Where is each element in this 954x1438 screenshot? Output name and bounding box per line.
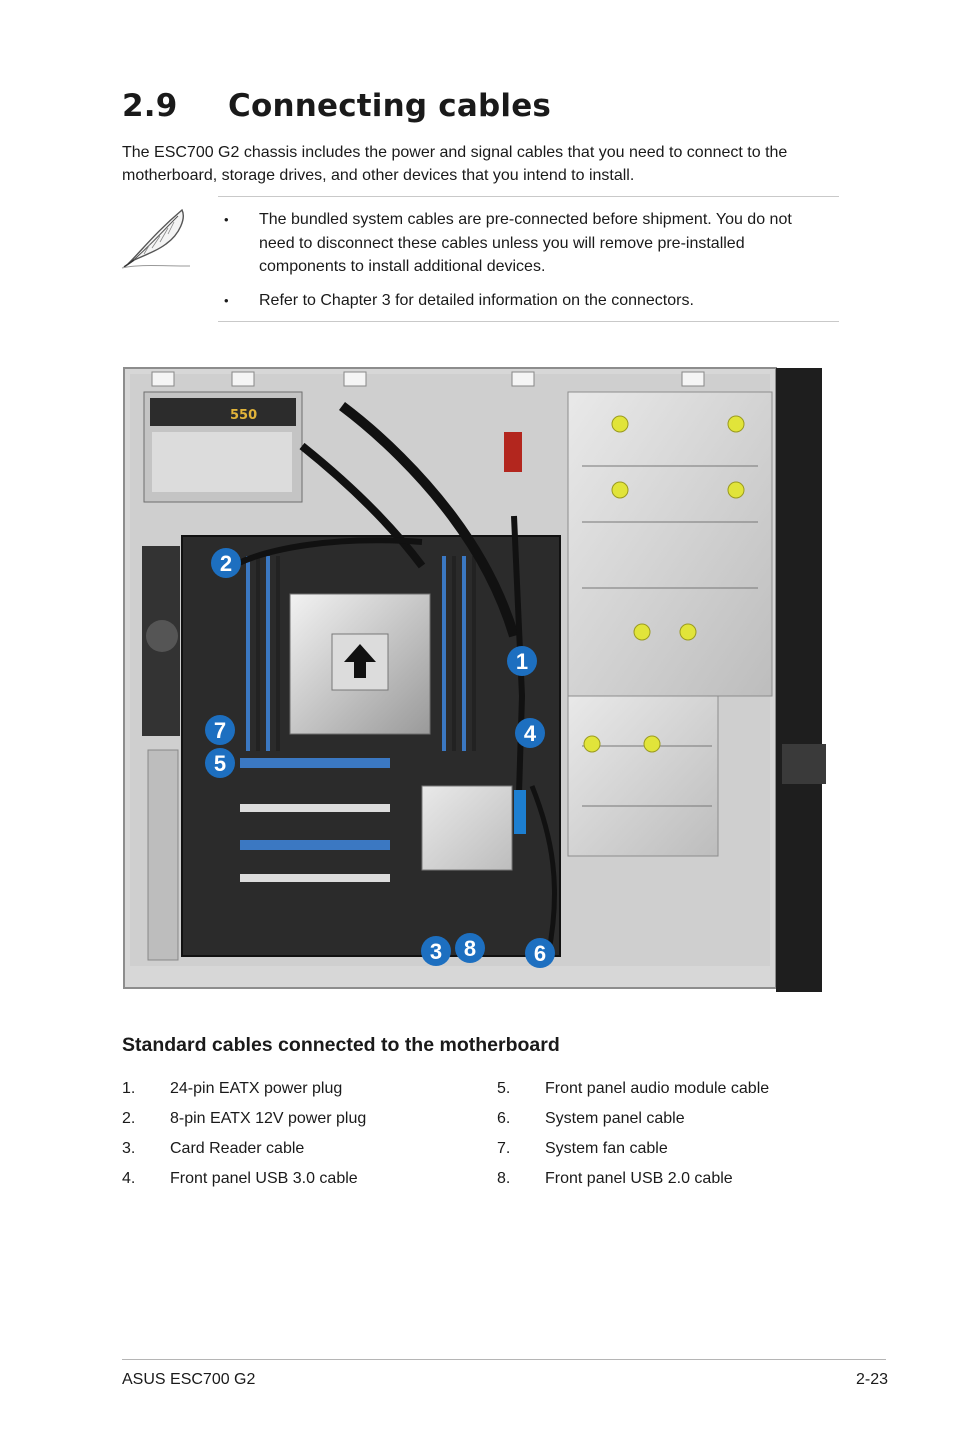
note-item: • Refer to Chapter 3 for detailed informa…: [218, 289, 818, 313]
svg-text:1: 1: [516, 649, 528, 674]
legend-item: 1. 24-pin EATX power plug: [122, 1078, 366, 1108]
section-title: Connecting cables: [228, 88, 552, 124]
svg-text:2: 2: [220, 551, 232, 576]
section-heading: 2.9 Connecting cables: [122, 88, 551, 124]
legend-heading: Standard cables connected to the motherb…: [122, 1034, 560, 1056]
legend-number: 4.: [122, 1170, 136, 1187]
callout-8: 8: [455, 933, 485, 963]
svg-text:8: 8: [464, 936, 476, 961]
chassis-photo: 550 1: [122, 366, 826, 996]
legend-number: 3.: [122, 1140, 136, 1157]
legend-item: 5. Front panel audio module cable: [497, 1078, 769, 1108]
legend-number: 5.: [497, 1080, 511, 1097]
legend-item: 8. Front panel USB 2.0 cable: [497, 1168, 769, 1198]
callout-7: 7: [205, 715, 235, 745]
legend-text: 24-pin EATX power plug: [170, 1080, 343, 1097]
legend-item: 7. System fan cable: [497, 1138, 769, 1168]
svg-text:5: 5: [214, 751, 226, 776]
section-number: 2.9: [122, 88, 178, 124]
callout-4: 4: [515, 718, 545, 748]
legend-text: Front panel USB 2.0 cable: [545, 1170, 733, 1187]
intro-paragraph: The ESC700 G2 chassis includes the power…: [122, 144, 788, 184]
callout-3: 3: [421, 936, 451, 966]
callout-6: 6: [525, 938, 555, 968]
note-box: • The bundled system cables are pre-conne…: [218, 196, 839, 322]
legend-item: 4. Front panel USB 3.0 cable: [122, 1168, 366, 1198]
legend-list-right: 5. Front panel audio module cable 6. Syste…: [497, 1078, 769, 1198]
legend-text: System fan cable: [545, 1140, 668, 1157]
svg-text:3: 3: [430, 939, 442, 964]
note-text: The bundled system cables are pre-connec…: [259, 211, 792, 275]
psu-label: 550: [230, 408, 257, 423]
callout-2: 2: [211, 548, 241, 578]
bullet: •: [224, 293, 229, 308]
svg-text:4: 4: [524, 721, 537, 746]
feather-pen-icon: [121, 208, 191, 269]
footer-divider: [122, 1359, 886, 1360]
legend-text: Front panel audio module cable: [545, 1080, 770, 1097]
footer-product-name: ASUS ESC700 G2: [122, 1371, 256, 1388]
legend-item: 3. Card Reader cable: [122, 1138, 366, 1168]
callout-5: 5: [205, 748, 235, 778]
legend-item: 6. System panel cable: [497, 1108, 769, 1138]
legend-list-left: 1. 24-pin EATX power plug 2. 8-pin EATX 12…: [122, 1078, 366, 1198]
legend-text: 8-pin EATX 12V power plug: [170, 1110, 367, 1127]
legend-number: 8.: [497, 1170, 511, 1187]
bullet: •: [224, 212, 229, 227]
svg-text:6: 6: [534, 941, 546, 966]
svg-text:7: 7: [214, 718, 226, 743]
callout-1: 1: [507, 646, 537, 676]
note-text: Refer to Chapter 3 for detailed informat…: [259, 292, 694, 309]
legend-number: 6.: [497, 1110, 511, 1127]
footer-page-number: 2-23: [855, 1371, 888, 1388]
legend-text: System panel cable: [545, 1110, 685, 1127]
legend-text: Front panel USB 3.0 cable: [170, 1170, 358, 1187]
legend-number: 1.: [122, 1080, 136, 1097]
legend-number: 7.: [497, 1140, 511, 1157]
note-item: • The bundled system cables are pre-conne…: [218, 208, 818, 279]
legend-number: 2.: [122, 1110, 136, 1127]
legend-item: 2. 8-pin EATX 12V power plug: [122, 1108, 366, 1138]
legend-text: Card Reader cable: [170, 1140, 305, 1157]
